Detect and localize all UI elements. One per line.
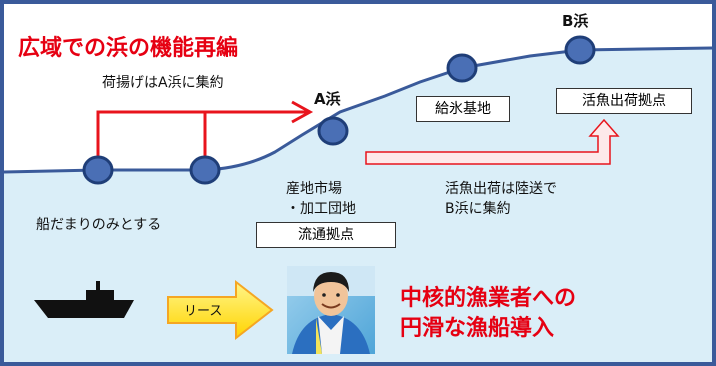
- lease-arrow: [167, 279, 274, 341]
- anchorage-label: 船だまりのみとする: [36, 217, 162, 233]
- landing-label: 荷揚げはA浜に集約: [102, 75, 224, 91]
- land-transport-arrow: [365, 118, 620, 165]
- transport-label-line1: 活魚出荷は陸送で: [445, 181, 557, 197]
- port-node-left: [82, 155, 114, 185]
- port-node-a: [317, 116, 349, 146]
- lease-label: リース: [184, 304, 223, 319]
- b-hama-label: B浜: [562, 12, 589, 30]
- distribution-hub-box: 流通拠点: [256, 222, 396, 248]
- a-hama-label: A浜: [314, 90, 341, 108]
- fisherman-photo: [287, 266, 375, 354]
- sea-area: [4, 48, 712, 362]
- port-node-ice: [446, 53, 478, 83]
- port-nodes: [82, 35, 596, 185]
- market-label-line1: 産地市場: [286, 181, 342, 197]
- ice-base-box: 給氷基地: [416, 96, 510, 122]
- port-node-b: [564, 35, 596, 65]
- port-node-mid: [189, 155, 221, 185]
- diagram-title: 広域での浜の機能再編: [18, 36, 239, 61]
- live-fish-hub-box: 活魚出荷拠点: [556, 88, 692, 114]
- market-label-line2: ・加工団地: [286, 201, 356, 217]
- core-fisher-line1: 中核的漁業者への: [400, 286, 577, 311]
- core-fisher-line2: 円滑な漁船導入: [400, 316, 555, 341]
- boat-icon: [34, 281, 134, 318]
- transport-label-line2: B浜に集約: [445, 201, 511, 217]
- core-fisher-text: 中核的漁業者への 円滑な漁船導入: [400, 284, 576, 344]
